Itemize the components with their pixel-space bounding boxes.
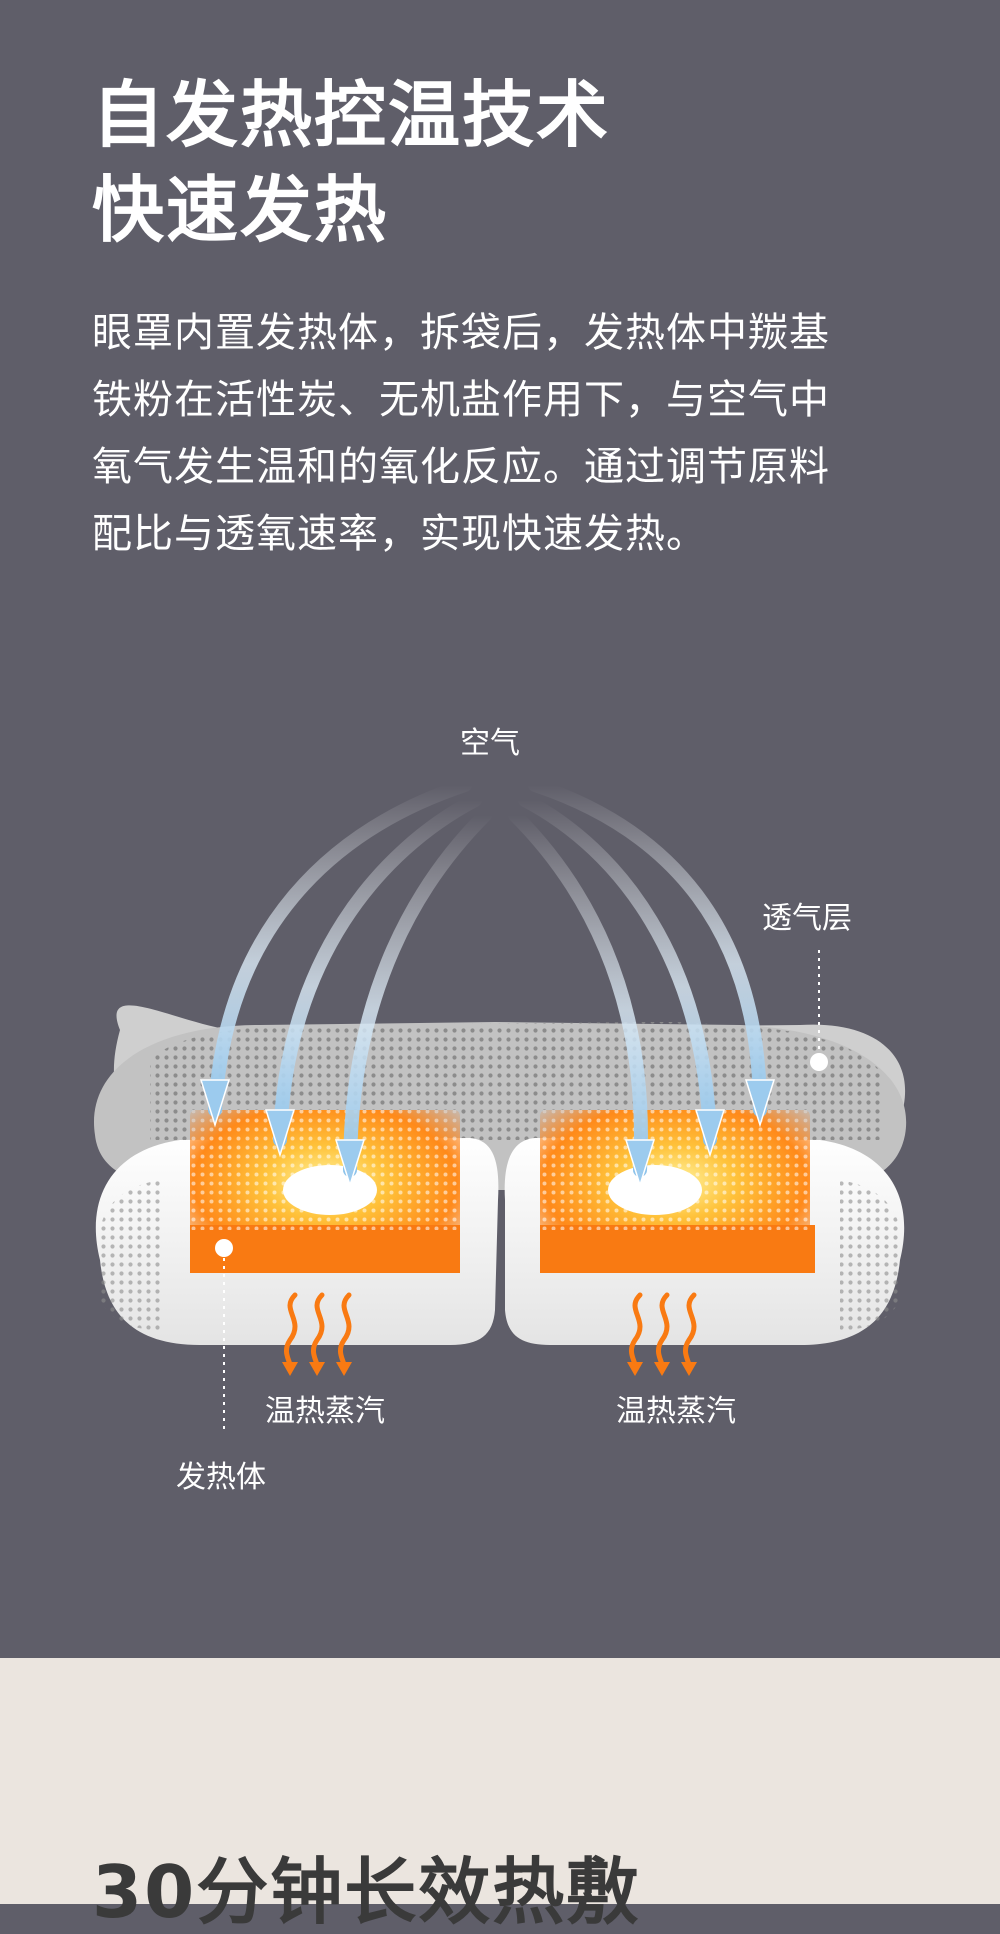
next-section [0, 1658, 1000, 1904]
description-line-3: 氧气发生温和的氧化反应。通过调节原料 [92, 444, 830, 490]
description-line-4: 配比与透氧速率，实现快速发热。 [92, 511, 707, 557]
eye-mask-diagram [93, 778, 907, 1430]
air-arrows [208, 778, 767, 1177]
description-line-1: 眼罩内置发热体，拆袋后，发热体中羰基 [92, 310, 830, 356]
steam-arrow-heads-left [282, 1362, 352, 1376]
air-label: 空气 [460, 726, 520, 761]
description: 眼罩内置发热体，拆袋后，发热体中羰基 铁粉在活性炭、无机盐作用下，与空气中 氧气… [92, 300, 922, 568]
steam-arrows-right [628, 1292, 697, 1369]
next-section-title: 30分钟长效热敷 [92, 1850, 641, 1934]
leader-breathable-layer [810, 950, 828, 1071]
air-arrow-heads [199, 1079, 776, 1188]
steam-arrows-left [283, 1292, 352, 1369]
heating-zone-right [540, 1110, 815, 1273]
steam-arrow-heads-right [627, 1362, 697, 1376]
heading-line-1: 自发热控温技术 [92, 73, 611, 157]
heading-line-2: 快速发热 [92, 168, 389, 252]
steam-left-label: 温热蒸汽 [265, 1394, 385, 1429]
heating-element-label: 发热体 [176, 1460, 266, 1495]
breathable-layer-label: 透气层 [762, 901, 852, 936]
description-line-2: 铁粉在活性炭、无机盐作用下，与空气中 [92, 377, 830, 423]
leader-heating-element [215, 1239, 233, 1430]
heating-zone-left [190, 1110, 460, 1273]
top-section [0, 0, 1000, 1658]
steam-right-label: 温热蒸汽 [616, 1394, 736, 1429]
